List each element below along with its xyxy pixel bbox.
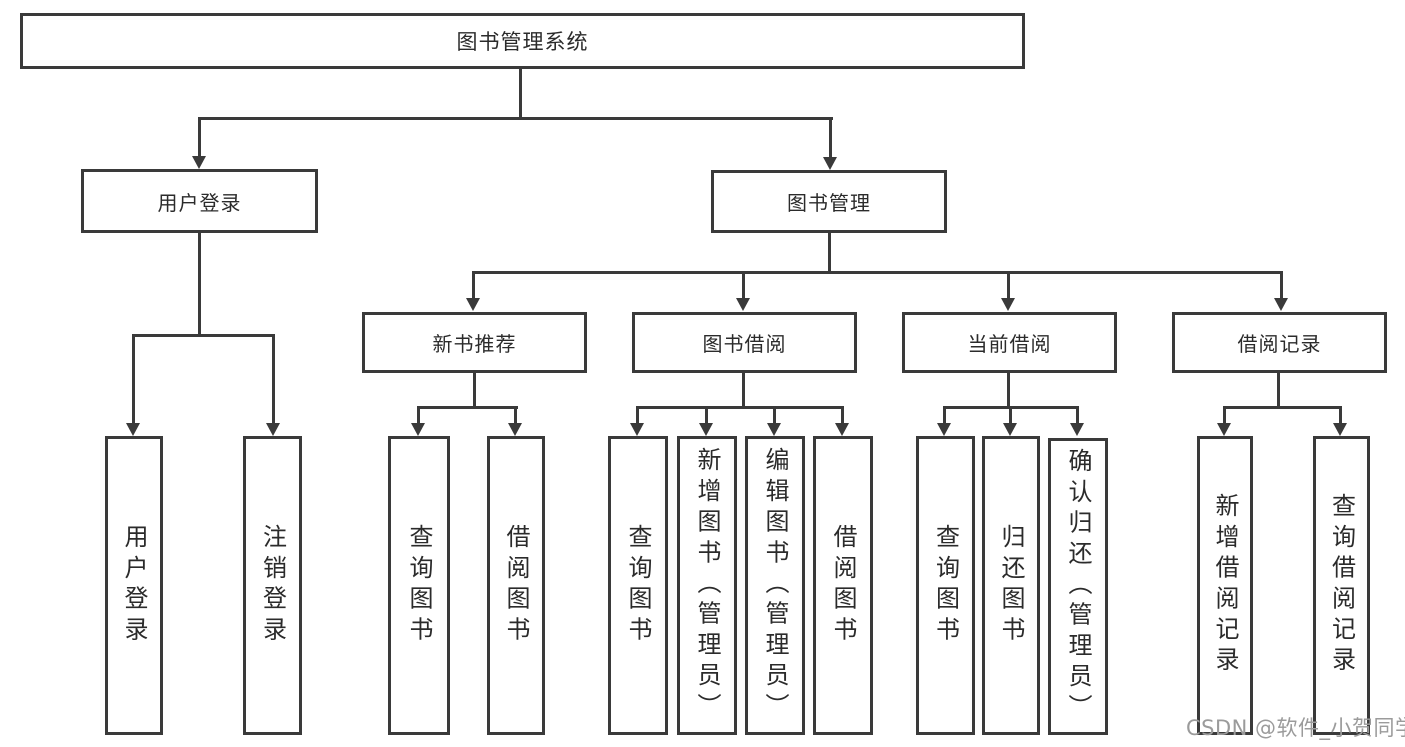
arrow-book-borrow-child-4	[835, 406, 849, 436]
arrow-book-borrow-child-1	[630, 406, 644, 436]
arrow-to-current-borrow	[1001, 271, 1015, 311]
connector-user-login-rail	[133, 334, 275, 337]
connector-borrow-records-rail	[1223, 406, 1342, 409]
arrow-new-book-child-2	[508, 406, 522, 436]
arrow-book-borrow-child-2	[699, 406, 713, 436]
leaf-query-borrow-record: 查询借阅记录	[1313, 436, 1370, 735]
arrow-to-book-management	[823, 117, 837, 170]
node-book-management: 图书管理	[711, 170, 947, 233]
arrow-current-borrow-child-2	[1003, 406, 1017, 436]
arrow-to-user-login	[192, 117, 206, 169]
node-book-borrow: 图书借阅	[632, 312, 857, 373]
arrow-to-book-borrow	[736, 271, 750, 311]
connector-current-borrow-stem	[1007, 372, 1010, 409]
connector-new-book-stem	[473, 372, 476, 409]
connector-new-book-rail	[417, 406, 518, 409]
csdn-watermark: CSDN @软件_小贺同学	[1186, 716, 1405, 740]
node-borrow-records: 借阅记录	[1172, 312, 1387, 373]
node-current-borrow: 当前借阅	[902, 312, 1117, 373]
connector-borrow-records-stem	[1277, 372, 1280, 409]
leaf-logout: 注销登录	[243, 436, 302, 735]
arrow-to-leaf-user-login	[126, 334, 140, 436]
connector-book-borrow-stem	[742, 372, 745, 409]
leaf-add-borrow-record: 新增借阅记录	[1197, 436, 1253, 735]
connector-level2-rail	[472, 271, 1282, 274]
leaf-edit-books-admin: 编辑图书（管理员）	[745, 436, 805, 735]
node-library-management-system: 图书管理系统	[20, 13, 1025, 69]
leaf-recommend-borrow-books: 借阅图书	[487, 436, 545, 735]
leaf-borrow-query-books: 查询图书	[608, 436, 668, 735]
connector-root-stem	[519, 67, 522, 119]
leaf-borrow-books: 借阅图书	[813, 436, 873, 735]
connector-level1-rail	[198, 117, 833, 120]
arrow-to-borrow-records	[1274, 271, 1288, 311]
arrow-current-borrow-child-1	[937, 406, 951, 436]
leaf-user-login: 用户登录	[105, 436, 163, 735]
arrow-to-leaf-logout	[266, 334, 280, 436]
leaf-current-query-books: 查询图书	[916, 436, 975, 735]
arrow-to-new-book-recommend	[466, 271, 480, 311]
leaf-return-books: 归还图书	[982, 436, 1040, 735]
node-user-login: 用户登录	[81, 169, 318, 233]
connector-book-management-stem	[828, 232, 831, 274]
node-new-book-recommend: 新书推荐	[362, 312, 587, 373]
arrow-borrow-records-child-2	[1333, 406, 1347, 436]
leaf-add-books-admin: 新增图书（管理员）	[677, 436, 737, 735]
connector-book-borrow-rail	[636, 406, 844, 409]
leaf-recommend-query-books: 查询图书	[388, 436, 450, 735]
arrow-book-borrow-child-3	[767, 406, 781, 436]
connector-user-login-stem	[198, 232, 201, 336]
arrow-borrow-records-child-1	[1217, 406, 1231, 436]
arrow-new-book-child-1	[411, 406, 425, 436]
arrow-current-borrow-child-3	[1070, 406, 1084, 436]
leaf-confirm-return-admin: 确认归还（管理员）	[1048, 438, 1108, 735]
